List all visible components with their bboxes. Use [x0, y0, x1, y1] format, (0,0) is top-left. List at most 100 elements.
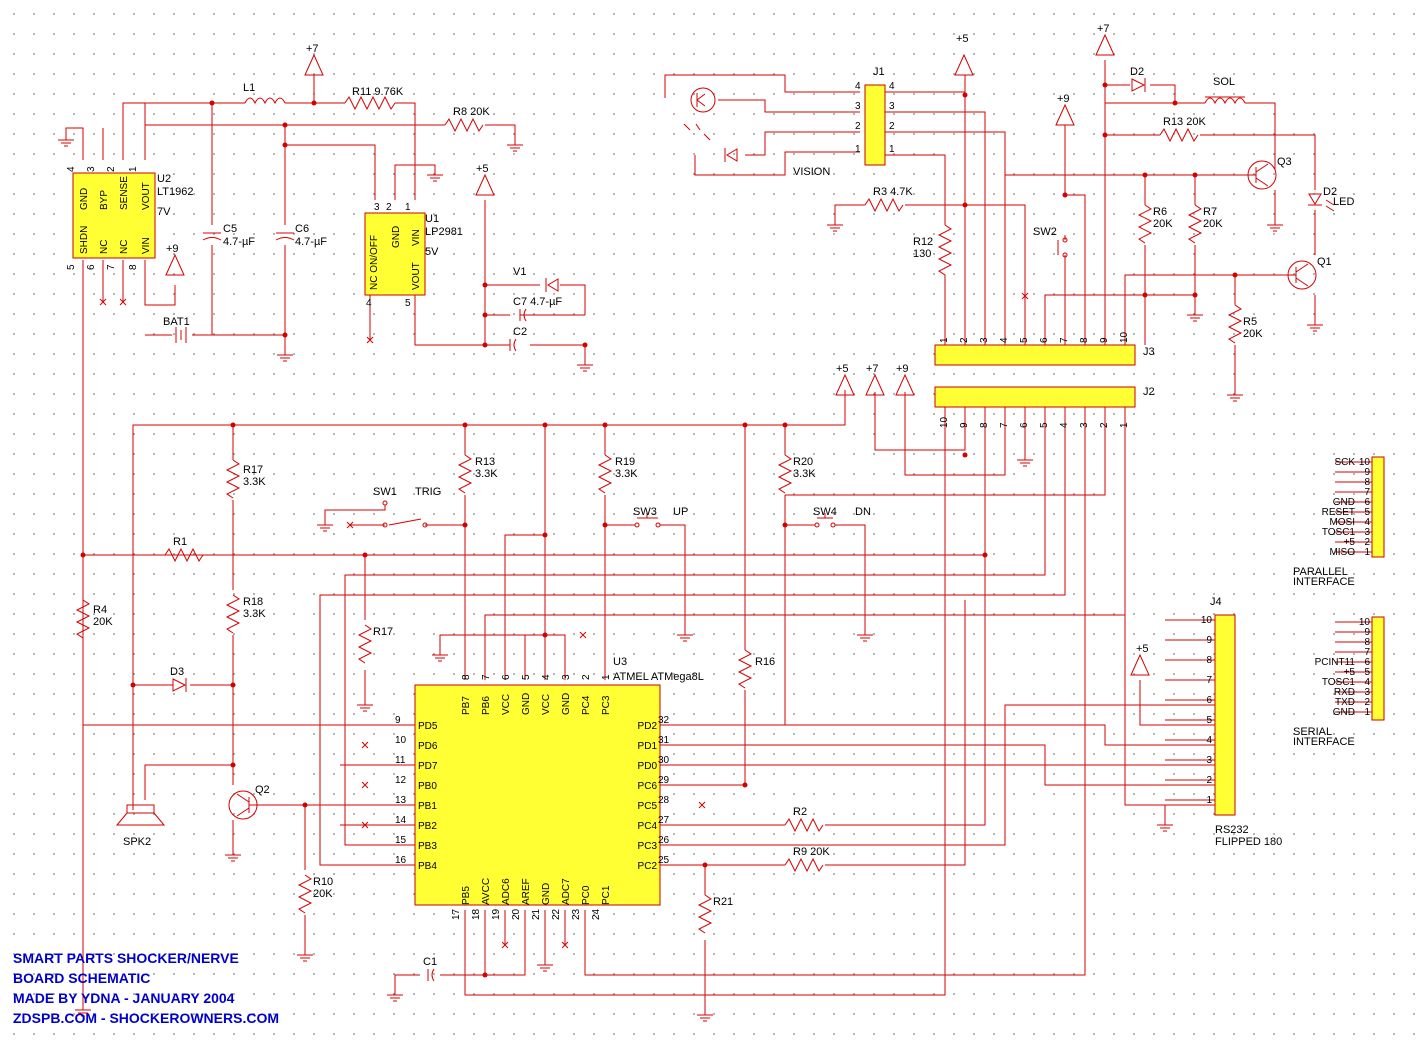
label-d2a: D2 — [1130, 66, 1144, 78]
label-u1-v: 5V — [425, 246, 439, 258]
label-flipped: FLIPPED 180 — [1215, 836, 1282, 848]
chip-bodies — [72, 84, 1385, 906]
u3-pin-left-6: PB3 — [418, 841, 437, 852]
u3-pin-bot-1: AVCC — [481, 878, 492, 905]
u2-pin-top-1: BYP — [99, 190, 110, 210]
u3-pinnum-top-5: 3 — [561, 674, 572, 680]
power-labels: +7 +9 +5 +5 +7 +9 +5 +7 +9 +5 — [166, 23, 1149, 655]
u3-body — [414, 684, 661, 906]
wires-top — [65, 60, 1316, 1010]
title-line-3: MADE BY YDNA - JANUARY 2004 — [13, 990, 235, 1006]
label-d2b: D2 — [1323, 186, 1337, 198]
u3-pin-top-6: PC4 — [581, 695, 592, 715]
label-u3: U3 — [613, 656, 627, 668]
j1-pinnum-l-2: 2 — [855, 121, 861, 132]
label-r21: R21 — [713, 896, 733, 908]
u3-pinnum-bot-3: 20 — [511, 908, 522, 920]
u3-pinnum-bot-1: 18 — [471, 908, 482, 920]
j2-pinnum-1: 9 — [959, 422, 970, 428]
label-r6-val: 20K — [1153, 218, 1173, 230]
j4-num-6: 4 — [1206, 735, 1212, 746]
u3-pin-top-5: GND — [561, 693, 572, 715]
par-num-0: 10 — [1359, 457, 1371, 468]
label-sw3: SW3 — [633, 506, 657, 518]
label-c6: C6 — [295, 223, 309, 235]
label-l1: L1 — [243, 82, 255, 94]
j2-pinnum-0: 10 — [939, 416, 950, 428]
j4-num-4: 6 — [1206, 695, 1212, 706]
label-r5-val: 20K — [1243, 328, 1263, 340]
u1-pinnum-2: 1 — [405, 202, 411, 213]
par-label-4: GND — [1333, 497, 1355, 508]
par-num-8: 2 — [1364, 537, 1370, 548]
u3-pinnum-left-1: 10 — [395, 735, 407, 746]
label-r4-val: 20K — [93, 616, 113, 628]
u2-pinnum-bot-1: 6 — [86, 264, 97, 270]
u3-pin-left-1: PD6 — [418, 741, 438, 752]
par-num-9: 1 — [1364, 547, 1370, 558]
u3-pin-right-4: PC5 — [638, 801, 658, 812]
u1-pin-2: VIN — [411, 229, 422, 246]
j2-pinnum-4: 6 — [1019, 422, 1030, 428]
label-bat1: BAT1 — [163, 316, 190, 328]
u3-pinnum-right-3: 29 — [658, 775, 670, 786]
label-r19-val: 3.3K — [615, 468, 638, 480]
ser-num-5: 5 — [1364, 667, 1370, 678]
ser-label-5: +5 — [1344, 667, 1356, 678]
u1-pin-1: GND — [391, 226, 402, 248]
u3-pinnum-bot-0: 17 — [451, 908, 462, 920]
label-c1: C1 — [423, 956, 437, 968]
u3-pin-right-6: PC3 — [638, 841, 658, 852]
u3-pinnum-right-4: 28 — [658, 795, 670, 806]
label-q3: Q3 — [1277, 156, 1292, 168]
label-j2: J2 — [1143, 386, 1155, 398]
u2-pin-top-2: SENSE — [119, 176, 130, 210]
u3-pin-left-5: PB2 — [418, 821, 437, 832]
par-title-1: PARALLEL — [1293, 566, 1348, 578]
j4-num-2: 8 — [1206, 655, 1212, 666]
label-r11: R11 9.76K — [352, 86, 404, 98]
u3-pinnum-bot-7: 24 — [591, 908, 602, 920]
j3-pinnum-6: 7 — [1059, 337, 1070, 343]
u3-pinnum-bot-2: 19 — [491, 908, 502, 920]
u3-pinnum-left-2: 11 — [395, 755, 406, 766]
j3-pinnum-8: 9 — [1099, 337, 1110, 343]
u3-pin-left-2: PD7 — [418, 761, 438, 772]
par-num-5: 5 — [1364, 507, 1370, 518]
u3-pinnum-left-7: 16 — [395, 855, 407, 866]
label-j1: J1 — [873, 66, 885, 78]
u1-pinnum-1: 2 — [386, 202, 392, 213]
u2-pinnum-top-0: 4 — [66, 166, 77, 172]
u2-pin-bot-2: NC — [119, 240, 130, 254]
ser-label-9: GND — [1333, 707, 1355, 718]
par-label-5: RESET — [1322, 507, 1355, 518]
label-r20: R20 — [793, 456, 813, 468]
pwr-p9-b: +9 — [1057, 93, 1070, 105]
connector-stubs — [944, 340, 1372, 801]
j2-pinnum-9: 1 — [1119, 422, 1130, 428]
label-v1: V1 — [513, 266, 526, 278]
label-u2: U2 — [157, 173, 171, 185]
u3-pinnum-left-5: 14 — [395, 815, 407, 826]
j1-pinnum-r-2: 2 — [889, 121, 895, 132]
u2-pin-bot-3: VIN — [141, 237, 152, 254]
u3-pinnum-bot-5: 22 — [551, 908, 562, 920]
u3-pinnum-top-0: 8 — [461, 674, 472, 680]
u2-pin-top-3: VOUT — [141, 182, 152, 210]
label-r2: R2 — [793, 806, 807, 818]
par-num-6: 4 — [1364, 517, 1370, 528]
par-label-7: TOSC1 — [1322, 527, 1356, 538]
label-r16: R16 — [755, 656, 775, 668]
u3-pin-left-7: PB4 — [418, 861, 437, 872]
u2-pinnum-bot-3: 8 — [128, 264, 139, 270]
label-up: UP — [673, 506, 688, 518]
ser-title-2: INTERFACE — [1293, 736, 1355, 748]
u3-pin-left-0: PD5 — [418, 721, 438, 732]
label-j4: J4 — [1210, 596, 1222, 608]
par-label-8: +5 — [1344, 537, 1356, 548]
title-line-4: ZDSPB.COM - SHOCKEROWNERS.COM — [13, 1010, 279, 1026]
u2-pin-bot-0: SHDN — [79, 226, 90, 254]
j3-pinnum-1: 2 — [959, 337, 970, 343]
u2-pin-bot-1: NC — [99, 240, 110, 254]
